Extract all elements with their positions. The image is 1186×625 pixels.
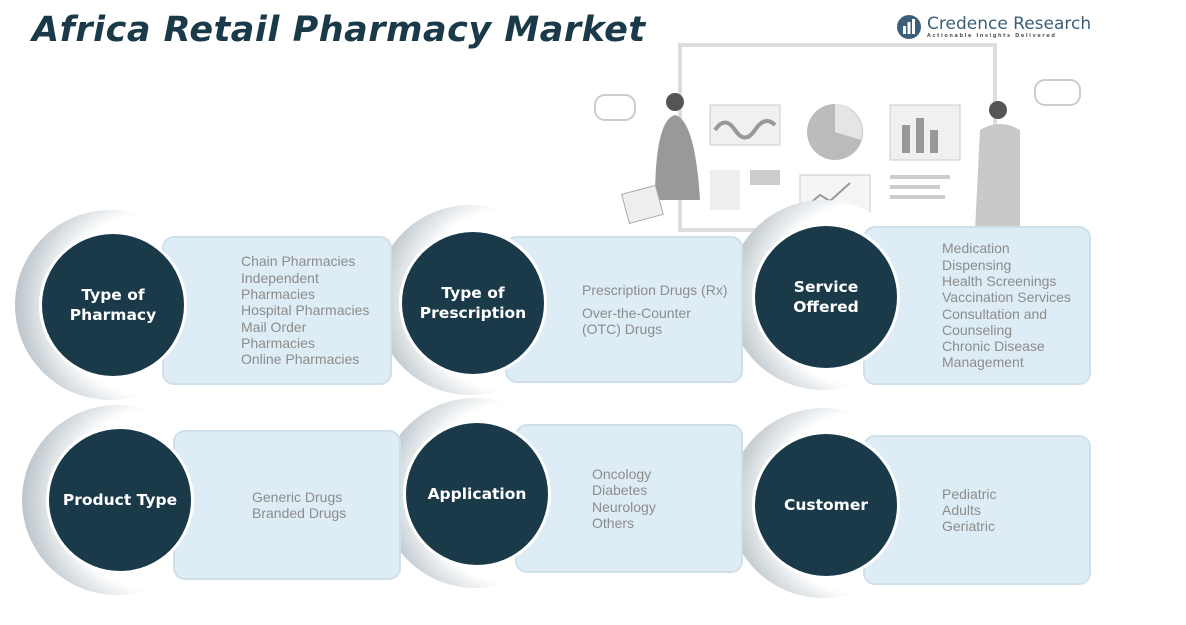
segment-item: Consultation and	[942, 305, 1048, 322]
segment-label: Type of	[81, 286, 145, 304]
segment-label: Customer	[783, 496, 868, 514]
logo-icon	[897, 15, 921, 39]
segment-item: Health Screenings	[942, 272, 1057, 289]
segment-label: Pharmacy	[69, 306, 157, 324]
segment-card-product-type: Generic Drugs Branded Drugs	[173, 430, 401, 580]
segment-label: Product Type	[62, 491, 178, 509]
segment-item: Vaccination Services	[942, 289, 1071, 306]
segment-item: (OTC) Drugs	[582, 321, 663, 338]
segment-item: Over-the-Counter	[582, 304, 691, 321]
page-title: Africa Retail Pharmacy Market	[32, 10, 646, 50]
logo: Credence Research Actionable Insights De…	[896, 14, 1091, 40]
segment-item: Independent	[241, 269, 319, 286]
segment-label: Application	[427, 485, 527, 503]
segment-item: Online Pharmacies	[241, 351, 360, 368]
segment-label: Offered	[793, 298, 859, 316]
segment-item: Chain Pharmacies	[241, 253, 356, 270]
segment-item: Hospital Pharmacies	[241, 302, 370, 319]
segment-card-application: Oncology Diabetes Neurology Others	[515, 424, 743, 573]
segment-card-type-of-pharmacy: Chain Pharmacies Independent Pharmacies …	[162, 236, 392, 385]
segment-item: Others	[592, 514, 635, 531]
segment-item: Diabetes	[592, 482, 648, 499]
segment-circle-type-of-prescription: Type of Prescription	[402, 232, 544, 374]
segment-item: Geriatric	[942, 518, 995, 535]
segment-circle-type-of-pharmacy: Type of Pharmacy	[42, 234, 184, 376]
logo-name: Credence Research	[927, 14, 1092, 34]
segment-item: Chronic Disease	[942, 338, 1045, 355]
segment-item: Pediatric	[942, 485, 997, 502]
logo-tagline: Actionable Insights Delivered	[927, 33, 1057, 39]
segment-circle-customer: Customer	[755, 434, 897, 576]
segment-item: Pharmacies	[241, 334, 315, 351]
segment-item: Dispensing	[942, 256, 1012, 273]
segment-item: Adults	[942, 501, 981, 518]
segment-item: Generic Drugs	[252, 488, 343, 505]
segment-card-customer: Pediatric Adults Geriatric	[863, 435, 1091, 585]
segment-item: Neurology	[592, 498, 656, 515]
segment-card-service-offered: Medication Dispensing Health Screenings …	[863, 226, 1091, 385]
segment-item: Mail Order	[241, 318, 307, 335]
segment-item: Pharmacies	[241, 286, 315, 303]
segment-label: Type of	[441, 284, 505, 302]
segment-item: Management	[942, 354, 1024, 371]
segment-item: Branded Drugs	[252, 505, 347, 521]
segment-label: Service	[793, 278, 859, 296]
segment-circle-application: Application	[406, 423, 548, 565]
segment-label: Prescription	[419, 304, 527, 322]
segment-item: Prescription Drugs (Rx)	[582, 281, 728, 298]
segment-item: Counseling	[942, 321, 1013, 338]
segment-circle-product-type: Product Type	[49, 429, 191, 571]
segment-item: Medication	[942, 240, 1010, 257]
segment-item	[582, 298, 741, 305]
segment-item: Oncology	[592, 465, 652, 482]
